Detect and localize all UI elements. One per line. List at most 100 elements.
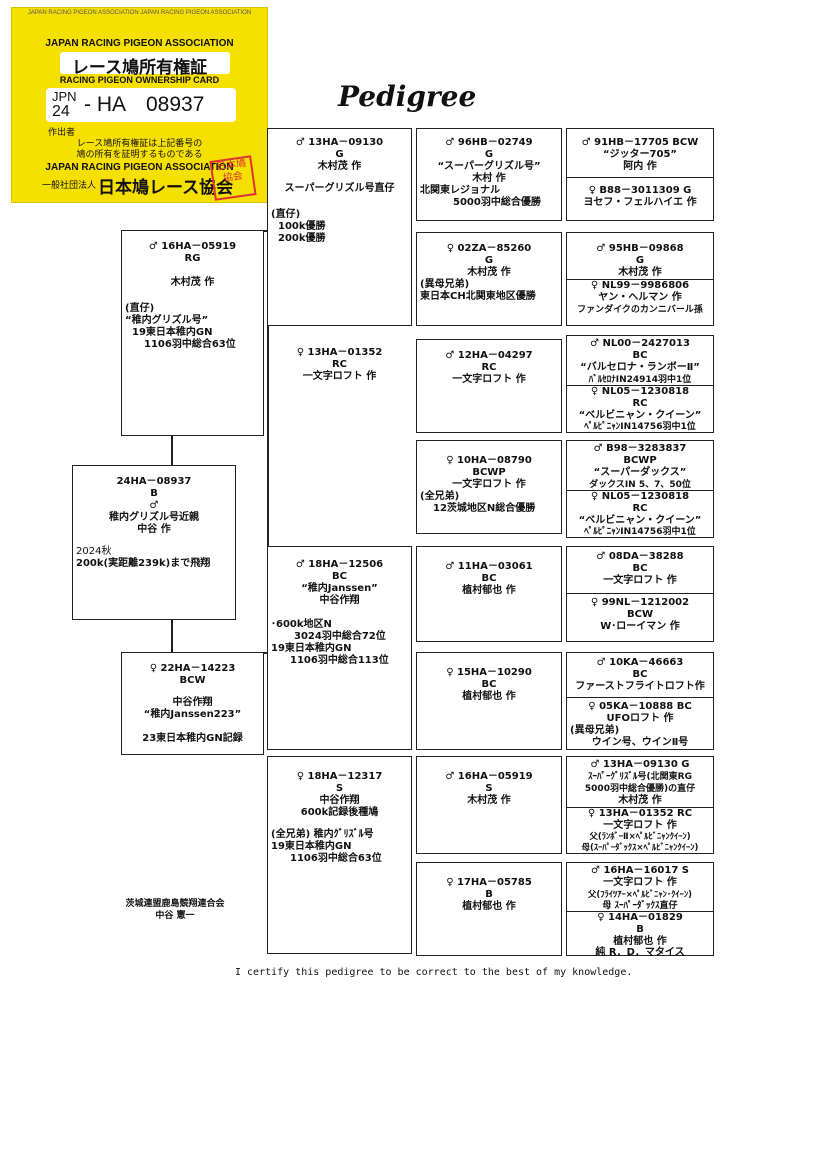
g4-1-sire-breeder: 阿内 作 [623,161,657,172]
sire-ring: ♂ 16HA－05919 [148,241,237,252]
g3-1-breeder: 木村 作 [472,173,506,184]
g4-4-dam-note: ﾍﾟﾙﾋﾟﾆｬﾝIN14756羽中1位 [584,527,696,537]
g3-box-6: ♀ 15HA－10290 BC 植村郁也 作 [416,652,562,750]
g4-3-sire-note: ﾊﾞﾙｾﾛﾅIN24914羽中1位 [588,375,692,385]
g4-2-divider [567,279,713,280]
dd-note3: 1106羽中総合63位 [290,853,382,864]
sd-ring: ♀ 13HA－01352 [296,347,383,358]
g3-7-ring: ♂ 16HA－05919 [445,771,533,782]
g3-6-ring: ♀ 15HA－10290 [446,667,532,678]
g3-4-note2: 12茨城地区N総合優勝 [433,503,536,514]
g4-8-dam-breeder: 植村郁也 作 [613,936,667,947]
g4-box-4: ♂ B98－3283837 BCWP “スーパーダックス” ダックスIN 5、7… [566,440,714,538]
g4-3-dam-note: ﾍﾟﾙﾋﾟﾆｬﾝIN14756羽中1位 [584,422,696,432]
dd-ring: ♀ 18HA－12317 [296,771,383,782]
subject-sex: ♂ [149,500,159,511]
g3-5-color: BC [481,573,497,584]
g3-1-color: G [484,149,494,160]
g4-5-dam-ring: ♀ 99NL－1212002 [590,597,690,608]
card-title-bg [60,52,230,74]
g4-3-sire-color: BC [632,350,648,361]
g3-box-7: ♂ 16HA－05919 S 木村茂 作 [416,756,562,854]
g4-box-5: ♂ 08DA－38288 BC 一文字ロフト 作 ♀ 99NL－1212002 … [566,546,714,642]
g4-box-2: ♂ 95HB－09868 G 木村茂 作 ♀ NL99－9986806 ヤン・ヘ… [566,232,714,326]
g4-6-sire-color: BC [632,669,648,680]
g4-8-sire-breeder: 一文字ロフト 作 [603,877,677,888]
g4-box-1: ♂ 91HB－17705 BCW “ジッター705” 阿内 作 ♀ B88－30… [566,128,714,221]
g4-2-sire-breeder: 木村茂 作 [618,267,662,278]
ds-note3: 19東日本稚内GN [271,643,352,654]
g3-box-2: ♀ 02ZA－85260 G 木村茂 作 (異母兄弟) 東日本CH北関東地区優勝 [416,232,562,326]
ss-ring: ♂ 13HA－09130 [295,137,384,148]
g4-box-7: ♂ 13HA－09130 G ｽｰﾊﾟｰｸﾞﾘｽﾞﾙ号(北関東RG 5000羽中… [566,756,714,854]
g4-7-sire-breeder: 木村茂 作 [618,795,662,806]
g3-7-breeder: 木村茂 作 [467,795,511,806]
g4-6-sire-breeder: ファーストフライトロフト作 [575,681,705,692]
g4-1-dam-breeder: ヨセフ・フェルハイエ 作 [583,197,697,208]
g4-7-dam-breeder: 一文字ロフト 作 [603,820,677,831]
connector-subject-sire [171,435,173,465]
dam-ring: ♀ 22HA－14223 [149,663,236,674]
g3-8-ring: ♀ 17HA－05785 [446,877,532,888]
g3-4-ring: ♀ 10HA－08790 [446,455,532,466]
ds-note2: 3024羽中総合72位 [294,631,386,642]
g4-7-dam-ring: ♀ 13HA－01352 RC [587,808,693,819]
g4-5-sire-breeder: 一文字ロフト 作 [603,575,677,586]
g4-6-dam-ring: ♀ 05KA－10888 BC [588,701,692,712]
g4-6-divider [567,697,713,698]
dam-color: BCW [179,675,206,686]
card-number-box: JPN 24 - HA 08937 [46,88,236,122]
g4-1-sire-name: “ジッター705” [602,149,678,160]
g4-8-dam-color: B [636,924,644,935]
g3-box-8: ♀ 17HA－05785 B 植村郁也 作 [416,862,562,956]
association-person: 中谷 憲一 [155,911,195,921]
g4-3-sire-name: “バルセロナ・ランボーⅡ” [580,362,700,373]
dam-name: “稚内Janssen223” [143,709,242,720]
sire-note2: “稚内グリズル号” [125,315,209,326]
pedigree-title: Pedigree [338,80,477,113]
g3-2-note2: 東日本CH北関東地区優勝 [420,291,536,302]
dd-box: ♀ 18HA－12317 S 中谷作翔 600k記録後種鳩 (全兄弟) 稚内ｸﾞ… [267,756,412,954]
g4-1-sire-ring: ♂ 91HB－17705 BCW [581,137,699,148]
g3-2-color: G [484,255,494,266]
connector-subject-dam [171,620,173,652]
card-number: 08937 [146,93,205,116]
sd-color: RC [331,359,348,370]
g4-box-8: ♂ 16HA－16017 S 一文字ロフト 作 父(ﾌﾗｲﾂｱｰ×ﾍﾟﾙﾋﾞﾆｬ… [566,862,714,958]
g3-8-breeder: 植村郁也 作 [462,901,516,912]
g4-5-divider [567,593,713,594]
dam-box: ♀ 22HA－14223 BCW 中谷作翔 “稚内Janssen223” 23東… [121,652,264,755]
subject-note1: 2024秋 [76,546,112,557]
card-title-jp: レース鳩所有権証 [71,58,208,77]
card-assoc-en: JAPAN RACING PIGEON ASSOCIATION [45,38,234,49]
g3-5-breeder: 植村郁也 作 [462,585,516,596]
card-assoc-en-bottom: JAPAN RACING PIGEON ASSOCIATION [45,162,234,173]
g4-5-sire-color: BC [632,563,648,574]
dam-breeder: 中谷作翔 [172,697,213,708]
card-jpn: JPN [52,89,77,104]
g3-1-ring: ♂ 96HB－02749 [445,137,533,148]
ds-color: BC [332,571,347,582]
dd-note2: 19東日本稚内GN [271,841,352,852]
g4-3-dam-ring: ♀ NL05－1230818 [590,386,690,397]
g4-4-sire-color: BCWP [623,455,657,466]
card-note-2: 鳩の所有を証明するものである [76,149,203,159]
ds-note4: 1106羽中総合113位 [290,655,389,666]
g4-7-sire-note1: ｽｰﾊﾟｰｸﾞﾘｽﾞﾙ号(北関東RG [588,772,692,782]
g4-7-dam-note2: 母(ｽｰﾊﾟｰﾀﾞｯｸｽ×ﾍﾟﾙﾋﾞﾆｬﾝｸｲｰﾝ) [581,843,699,853]
ss-name: スーパーグリズル号直仔 [284,183,395,194]
ss-note2: 100k優勝 [278,221,326,232]
g4-7-dam-note1: 父(ﾗﾝﾎﾞｰⅡ×ﾍﾟﾙﾋﾞﾆｬﾝｸｲｰﾝ) [589,832,691,842]
g4-4-sire-note: ダックスIN 5、7、50位 [589,480,691,490]
g4-2-dam-breeder: ヤン・ヘルマン 作 [598,292,682,303]
g3-box-5: ♂ 11HA－03061 BC 植村郁也 作 [416,546,562,642]
g4-6-dam-note1: (異母兄弟) [570,725,620,736]
g4-3-dam-name: “ベルビニャン・クイーン” [578,410,702,421]
g3-5-ring: ♂ 11HA－03061 [445,561,533,572]
g4-6-dam-breeder: UFOロフト 作 [606,713,674,724]
g3-3-ring: ♂ 12HA－04297 [445,350,533,361]
g4-8-dam-ring: ♀ 14HA－01829 [597,912,683,923]
card-note-1: レース鳩所有権証は上記番号の [76,138,203,148]
g4-box-6: ♂ 10KA－46663 BC ファーストフライトロフト作 ♀ 05KA－108… [566,652,714,750]
association-block: 茨城連盟鹿島競翔連合会 中谷 憲一 [110,898,240,922]
